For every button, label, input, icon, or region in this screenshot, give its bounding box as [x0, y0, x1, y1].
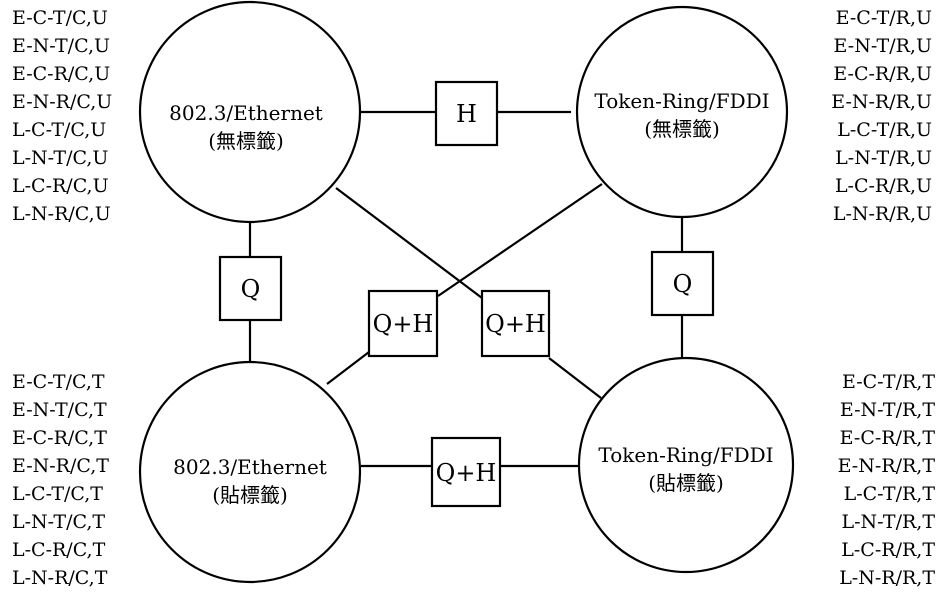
node-top-right-circle	[575, 5, 789, 219]
list-top-left-item: L-N-R/C,U	[12, 203, 111, 225]
node-bottom-left-tag: (貼標籤)	[212, 483, 288, 507]
node-bottom-right-tag: (貼標籤)	[648, 471, 724, 495]
box-bottom-qh-label: Q+H	[436, 459, 497, 487]
node-top-right-name: Token-Ring/FDDI	[594, 89, 769, 113]
list-top-right-item: L-N-T/R,U	[835, 147, 932, 169]
list-top-right-item: E-C-T/R,U	[836, 7, 932, 29]
list-top-left-item: L-C-R/C,U	[12, 175, 109, 197]
list-bottom-left-item: E-N-T/C,T	[12, 399, 107, 421]
list-bottom-right-item: L-N-R/R,T	[839, 567, 935, 589]
list-bottom-left-item: E-C-T/C,T	[12, 371, 105, 393]
node-bottom-right-circle	[577, 356, 795, 574]
list-top-right-item: L-C-R/R,U	[835, 175, 932, 197]
list-top-left-item: E-C-T/C,U	[12, 7, 108, 29]
list-top-left-item: E-C-R/C,U	[12, 63, 110, 85]
list-bottom-right-item: L-C-R/R,T	[841, 539, 935, 561]
list-bottom-right-item: E-N-R/R,T	[838, 455, 936, 477]
list-top-left-item: L-C-T/C,U	[12, 119, 106, 141]
list-top-right-item: L-C-T/R,U	[837, 119, 932, 141]
node-top-left-tag: (無標籤)	[208, 129, 284, 153]
list-top-right-item: L-N-R/R,U	[833, 203, 932, 225]
list-top-left-item: E-N-R/C,U	[12, 91, 112, 113]
list-bottom-left-item: L-C-T/C,T	[12, 483, 103, 505]
node-top-left-name: 802.3/Ethernet	[169, 101, 323, 125]
list-bottom-right-item: L-C-T/R,T	[844, 483, 936, 505]
list-bottom-right-item: L-N-T/R,T	[842, 511, 936, 533]
list-top-right-item: E-N-T/R,U	[834, 35, 932, 57]
list-top-left-item: E-N-T/C,U	[12, 35, 110, 57]
box-right-q-label: Q	[673, 270, 693, 298]
link-top-left-to-qh-right	[335, 187, 483, 299]
node-bottom-right-name: Token-Ring/FDDI	[598, 443, 773, 467]
box-bottom-qh	[430, 436, 502, 508]
node-top-left-circle	[138, 0, 362, 224]
list-top-left-item: L-N-T/C,U	[12, 147, 108, 169]
list-bottom-left-item: L-C-R/C,T	[12, 539, 106, 561]
node-bottom-left-circle	[138, 360, 362, 584]
box-left-q	[218, 255, 283, 322]
list-bottom-left-item: L-N-R/C,T	[12, 567, 108, 589]
node-bottom-left-name: 802.3/Ethernet	[173, 455, 327, 479]
box-center-left-qh	[367, 289, 439, 358]
list-bottom-right-item: E-C-R/R,T	[840, 427, 936, 449]
list-bottom-right-item: E-C-T/R,T	[842, 371, 935, 393]
list-top-right-item: E-N-R/R,U	[831, 91, 932, 113]
box-center-right-qh-label: Q+H	[485, 310, 546, 338]
box-center-left-qh-label: Q+H	[373, 310, 434, 338]
link-top-right-to-qh-left	[437, 183, 603, 297]
list-bottom-left-item: E-N-R/C,T	[12, 455, 109, 477]
box-top-h-label: H	[456, 100, 477, 128]
box-center-right-qh	[480, 289, 551, 358]
list-bottom-right-item: E-N-T/R,T	[840, 399, 935, 421]
link-qh-right-to-bottom-right	[548, 357, 602, 399]
list-bottom-left-item: E-C-R/C,T	[12, 427, 107, 449]
box-left-q-label: Q	[241, 275, 261, 303]
node-top-right-tag: (無標籤)	[644, 117, 720, 141]
list-bottom-left-item: L-N-T/C,T	[12, 511, 105, 533]
list-top-right-item: E-C-R/R,U	[833, 63, 932, 85]
link-qh-left-to-bottom-left	[326, 351, 370, 385]
box-right-q	[650, 250, 715, 317]
box-top-h	[434, 80, 499, 147]
